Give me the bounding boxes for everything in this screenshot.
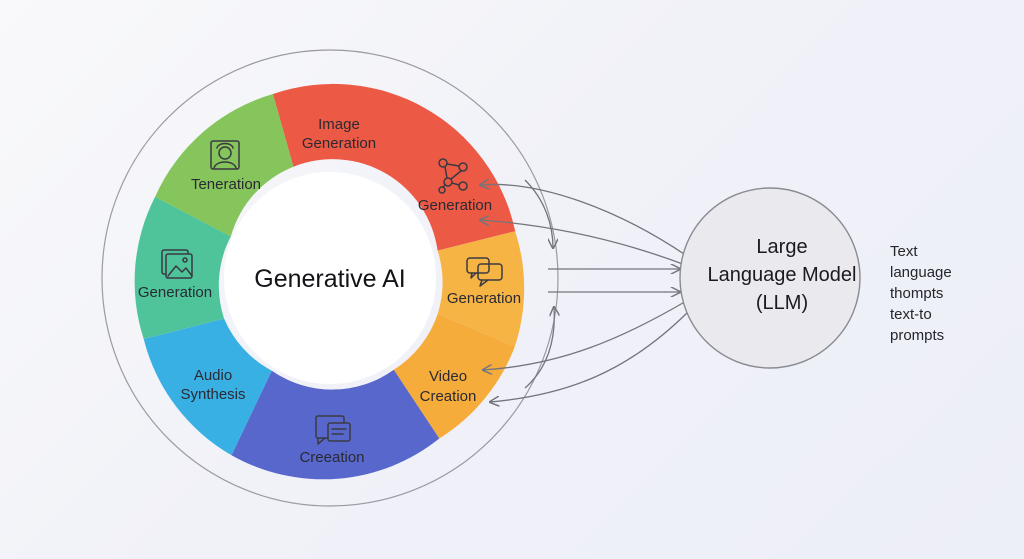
arrow-llm-to-image-1 [480, 184, 691, 259]
outer-ring [101, 49, 559, 507]
arrow-ring-bottom-up [524, 307, 554, 389]
audio-segment-line2: Synthesis [180, 386, 245, 403]
side-note-2: language [890, 264, 952, 281]
avatar-segment-label: Teneration [191, 176, 261, 193]
llm-title-line2: Language Model [707, 264, 856, 286]
message-icon [315, 415, 351, 445]
arrow-llm-to-video-1 [483, 299, 689, 370]
side-note-1: Text [890, 243, 918, 260]
arrow-llm-to-video-2 [490, 309, 691, 402]
segment-text-generation [437, 231, 525, 347]
connectors [480, 179, 691, 402]
content-segment-label: Creeation [299, 449, 364, 466]
user-portrait-icon [210, 140, 240, 170]
image-frame-icon [161, 249, 193, 279]
segment-image-generation [272, 83, 516, 251]
side-notes: Text language thompts text-to prompts [890, 243, 952, 344]
segment-video-creation [393, 313, 515, 439]
llm-node [679, 187, 861, 369]
media-segment-label: Generation [138, 284, 212, 301]
llm-title-line3: (LLM) [756, 292, 808, 314]
segment-avatar-generation [155, 94, 294, 237]
video-segment-line2: Creation [420, 388, 477, 405]
image-segment-caption: Generation [418, 197, 492, 214]
llm-title-line1: Large [756, 236, 807, 258]
arrow-llm-to-image-2 [480, 220, 689, 267]
text-segment-label: Generation [447, 290, 521, 307]
center-hub [224, 172, 436, 384]
audio-segment-line1: Audio [194, 367, 232, 384]
image-segment-title-line1: Image [318, 116, 360, 133]
chat-bubbles-icon [466, 257, 503, 287]
segment-audio-synthesis [143, 318, 272, 456]
video-segment-line1: Video [429, 368, 467, 385]
network-nodes-icon [438, 158, 468, 194]
image-segment-title-line2: Generation [302, 135, 376, 152]
center-title: Generative AI [254, 265, 405, 293]
side-note-5: prompts [890, 327, 944, 344]
arrow-ring-top-down [524, 179, 553, 248]
side-note-4: text-to [890, 306, 932, 323]
side-note-3: thompts [890, 285, 943, 302]
